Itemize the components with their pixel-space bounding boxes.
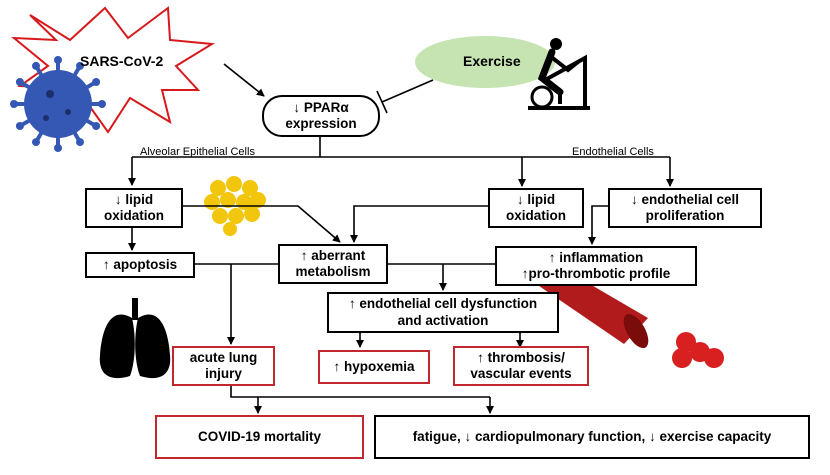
virus-spike-tip xyxy=(15,122,24,130)
fatigue-text: fatigue, ↓ cardiopulmonary function, ↓ e… xyxy=(412,428,772,444)
endothelial-dysfunction-text: ↑ endothelial cell dysfunction and activ… xyxy=(348,296,538,328)
virus-spike-tip xyxy=(54,144,62,152)
endothelial-cells-label: Endothelial Cells xyxy=(572,146,654,158)
fatigue-node: fatigue, ↓ cardiopulmonary function, ↓ e… xyxy=(374,415,810,459)
thrombosis-node: ↑ thrombosis/ vascular events xyxy=(453,346,589,386)
covid-mortality-node: COVID-19 mortality xyxy=(155,415,364,459)
hypoxemia-text: ↑ hypoxemia xyxy=(333,358,415,374)
cyclist-icon xyxy=(528,38,590,110)
lipid-oxidation-right-text: ↓ lipid oxidation xyxy=(506,191,566,223)
lipid-oxidation-right-node: ↓ lipid oxidation xyxy=(488,188,584,228)
acute-lung-injury-text: acute lung injury xyxy=(189,349,258,381)
virus-spike-tip xyxy=(98,100,106,108)
exercise-ellipse xyxy=(415,36,555,88)
lipid-oxidation-left-node: ↓ lipid oxidation xyxy=(85,188,183,228)
lipid-oxidation-left-text: ↓ lipid oxidation xyxy=(104,191,164,223)
inflammation-text: ↑ inflammation ↑pro-thrombotic profile xyxy=(521,249,671,281)
apoptosis-text: ↑ apoptosis xyxy=(102,256,178,272)
virus-spike-tip xyxy=(15,78,24,86)
aberrant-metabolism-node: ↑ aberrant metabolism xyxy=(278,244,388,284)
virus-spike-tip xyxy=(54,56,62,64)
virus-icon xyxy=(10,56,106,152)
ppar-expression-text: ↓ PPARα expression xyxy=(285,99,357,131)
virus-label: SARS-CoV-2 xyxy=(80,53,164,69)
covid-mortality-text: COVID-19 mortality xyxy=(197,428,322,444)
apoptosis-node: ↑ apoptosis xyxy=(85,252,195,278)
virus-spike-tip xyxy=(32,61,40,70)
virus-spike-tip xyxy=(10,100,18,108)
inflammation-node: ↑ inflammation ↑pro-thrombotic profile xyxy=(495,246,697,286)
thrombosis-text: ↑ thrombosis/ vascular events xyxy=(470,349,572,381)
virus-spike-tip xyxy=(92,122,101,130)
alveolar-cells-label: Alveolar Epithelial Cells xyxy=(140,146,255,158)
virus-spike-tip xyxy=(92,78,101,86)
endothelial-proliferation-node: ↓ endothelial cell proliferation xyxy=(608,188,762,228)
aberrant-metabolism-text: ↑ aberrant metabolism xyxy=(295,247,371,279)
virus-spike-tip xyxy=(76,138,84,147)
virus-spike-tip xyxy=(32,138,40,147)
red-blood-cells-icon xyxy=(672,332,724,368)
virus-spike-tip xyxy=(76,61,84,70)
hypoxemia-node: ↑ hypoxemia xyxy=(318,350,430,384)
endothelial-dysfunction-node: ↑ endothelial cell dysfunction and activ… xyxy=(327,292,559,333)
ppar-expression-node: ↓ PPARα expression xyxy=(262,95,380,137)
lungs-icon xyxy=(99,298,171,379)
endothelial-proliferation-text: ↓ endothelial cell proliferation xyxy=(630,191,740,223)
exercise-label: Exercise xyxy=(463,53,521,69)
acute-lung-injury-node: acute lung injury xyxy=(172,346,275,386)
